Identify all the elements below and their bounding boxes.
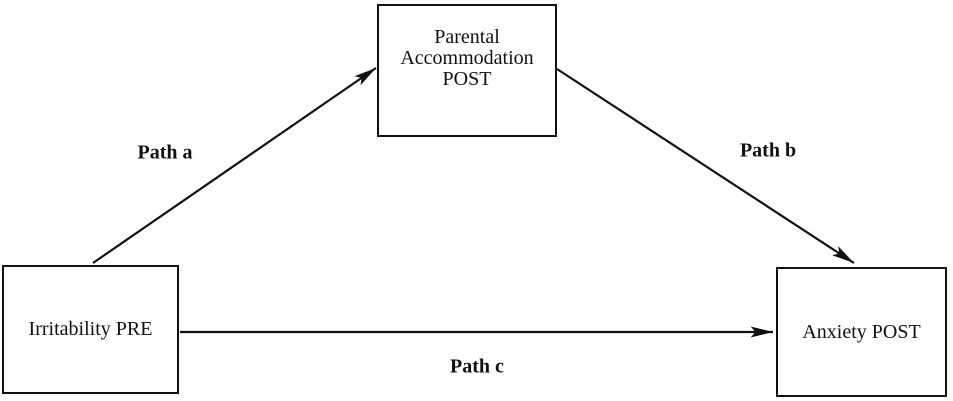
node-irritability-pre: Irritability PRE xyxy=(2,265,179,394)
node-irritability-pre-label: Irritability PRE xyxy=(28,318,153,340)
path-a-label: Path a xyxy=(137,141,193,164)
node-parental-accommodation-post: Parental Accommodation POST xyxy=(377,4,557,137)
path-c-label: Path c xyxy=(450,355,504,378)
node-anxiety-post-label: Anxiety POST xyxy=(802,320,921,343)
path-b-label: Path b xyxy=(739,139,797,162)
node-anxiety-post: Anxiety POST xyxy=(776,267,947,397)
path-b-arrow xyxy=(556,68,855,264)
path-a-arrow xyxy=(92,67,377,264)
node-parental-accommodation-post-label: Parental Accommodation POST xyxy=(400,26,534,90)
